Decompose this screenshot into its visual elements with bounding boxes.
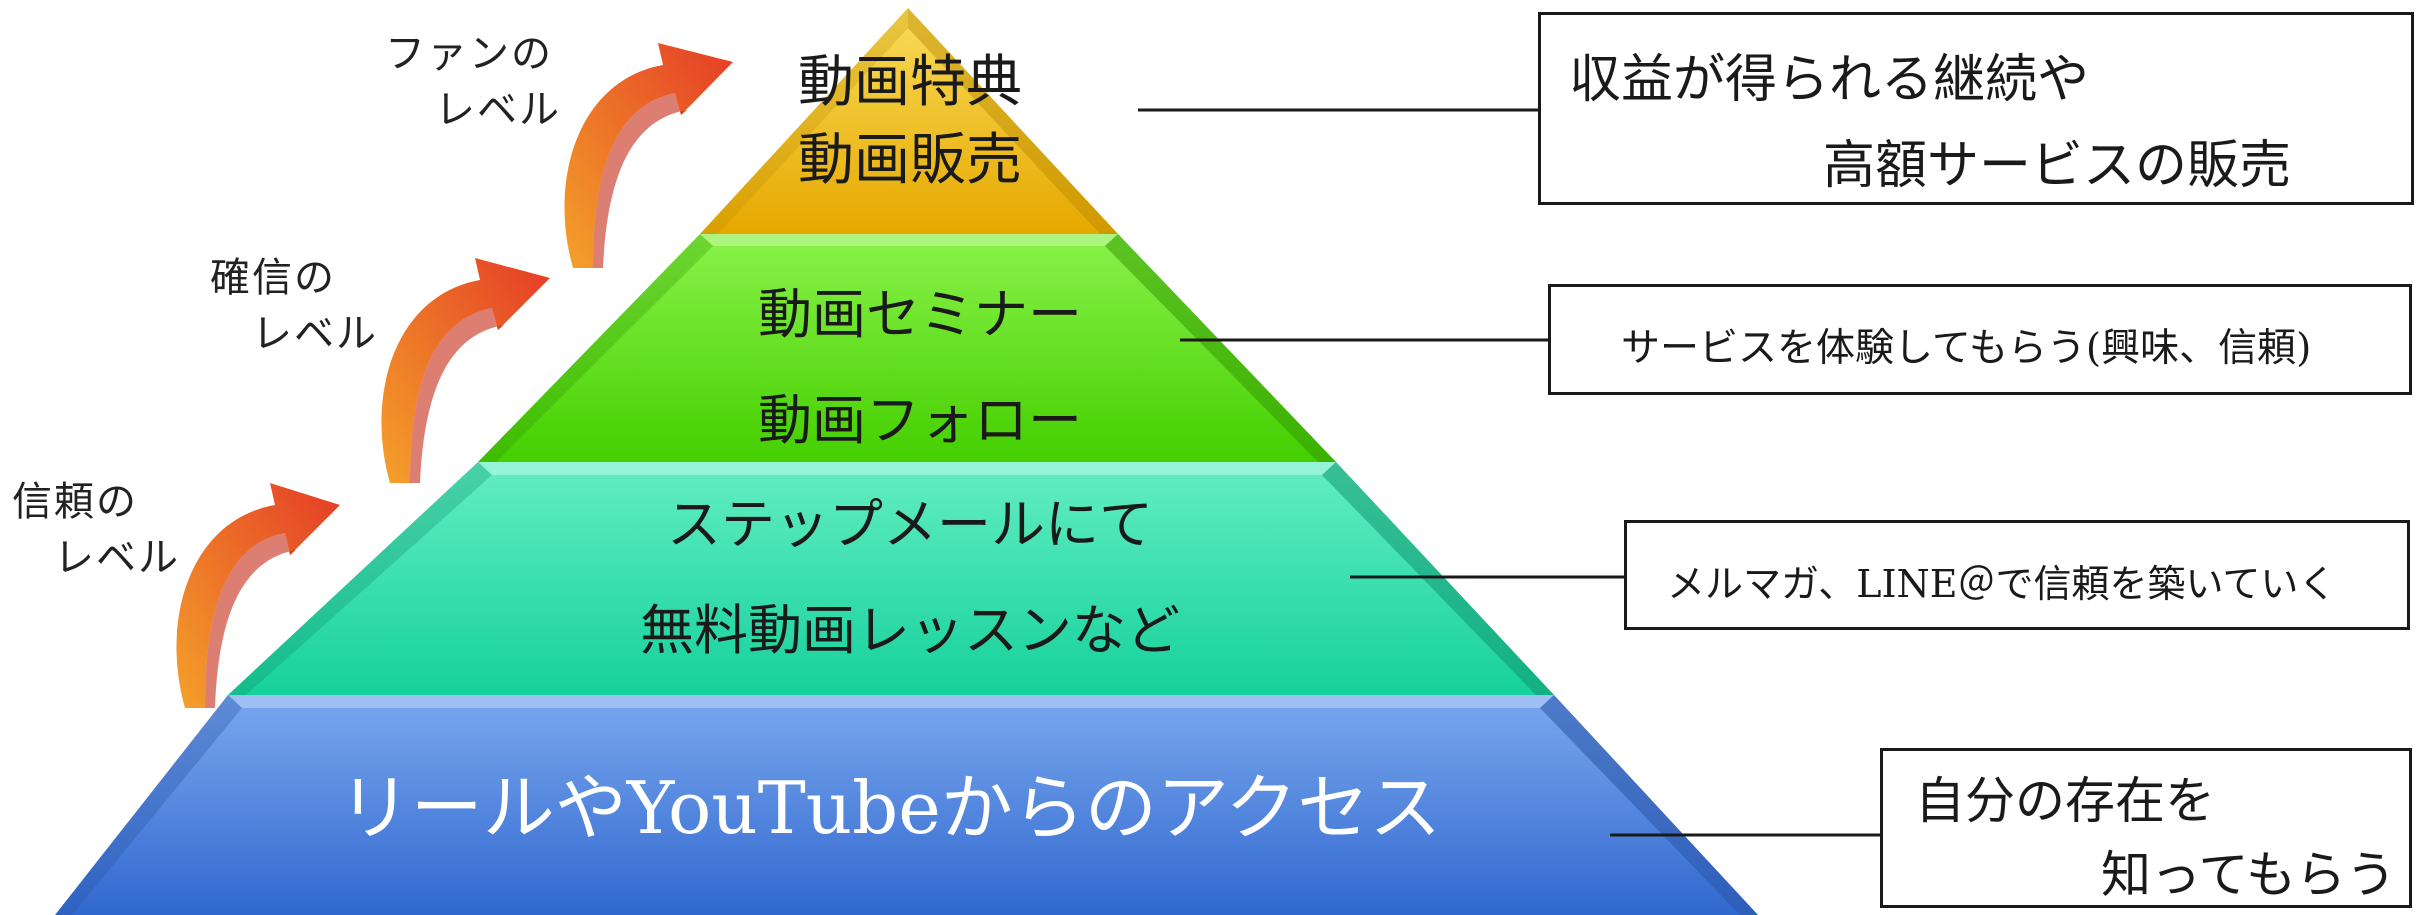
note-trust-line-1: メルマガ、LINE＠で信頼を築いていく (1667, 562, 2337, 606)
layer-upper-text: 動画セミナー 動画フォロー (640, 262, 1200, 474)
layer-middle-line-2: 無料動画レッスンなど (640, 599, 1180, 662)
layer-top-line-1: 動画特典 (798, 50, 1022, 115)
note-experience-line-1: サービスを体験してもらう(興味、信頼) (1621, 326, 2312, 371)
note-awareness-line-1: 自分の存在を (1915, 772, 2215, 830)
level-label-fan-line-2: レベル (435, 87, 561, 133)
note-revenue-line-1: 収益が得られる継続や (1569, 50, 2090, 110)
pyramid-layer-top (700, 8, 1118, 234)
level-label-trust-line-2: レベル (54, 535, 180, 581)
pyramid-layer-base (55, 695, 1758, 915)
layer-base-text: リールやYouTubeからのアクセス (300, 758, 1480, 858)
layer-upper-line-2: 動画フォロー (758, 389, 1082, 452)
note-box-awareness: 自分の存在を 知ってもらう (1880, 748, 2412, 908)
pyramid-layer-upper (478, 234, 1336, 462)
layer-top-line-2: 動画販売 (798, 128, 1022, 193)
note-box-revenue: 収益が得られる継続や 高額サービスの販売 (1538, 12, 2414, 205)
level-label-confidence: 確信の レベル (210, 250, 378, 362)
layer-top-text: 動画特典 動画販売 (760, 44, 1060, 200)
layer-middle-line-1: ステップメールにて (667, 493, 1153, 556)
arrow-icon-confidence (381, 258, 550, 483)
arrow-icon-trust (176, 483, 340, 708)
note-awareness-line-2: 知ってもらう (2101, 846, 2396, 904)
note-box-trust: メルマガ、LINE＠で信頼を築いていく (1624, 520, 2410, 630)
note-box-experience: サービスを体験してもらう(興味、信頼) (1548, 284, 2412, 395)
layer-middle-text: ステップメールにて 無料動画レッスンなど (540, 472, 1280, 684)
level-label-fan: ファンの レベル (385, 26, 561, 138)
level-label-confidence-line-2: レベル (252, 311, 378, 357)
level-label-trust-line-1: 信頼の (12, 479, 138, 525)
arrow-icon-fan (564, 43, 733, 268)
level-label-confidence-line-1: 確信の (210, 255, 336, 301)
layer-upper-line-1: 動画セミナー (758, 283, 1082, 346)
level-label-fan-line-1: ファンの (385, 31, 553, 77)
layer-base-line-1: リールやYouTubeからのアクセス (338, 766, 1442, 850)
level-label-trust: 信頼の レベル (12, 474, 180, 586)
note-revenue-line-2: 高額サービスの販売 (1823, 136, 2292, 196)
